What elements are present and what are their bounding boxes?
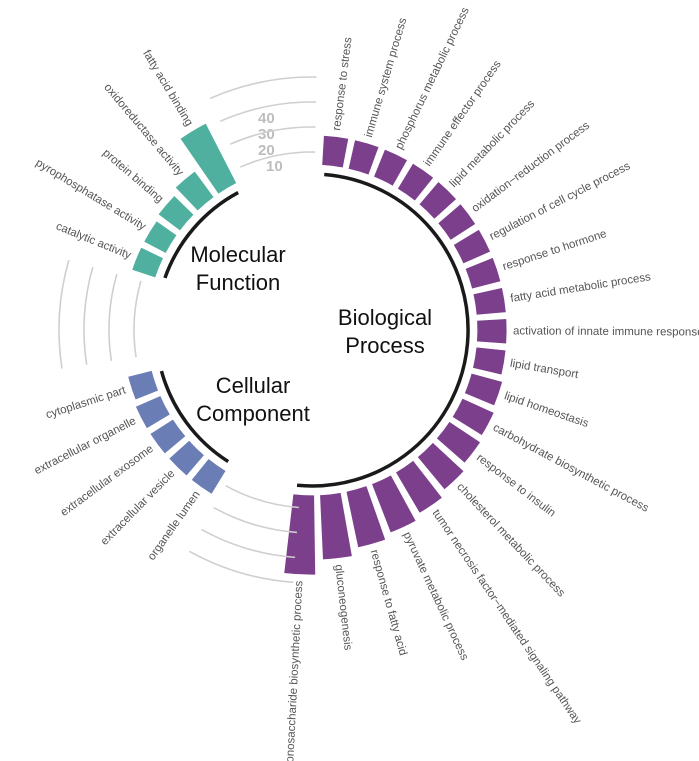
bar-2-1	[143, 220, 178, 254]
category-label-0-9: activation of innate immune response	[513, 325, 699, 338]
bar-0-12	[451, 397, 495, 437]
scale-guide-arc-0-0	[239, 151, 316, 168]
bar-0-14	[416, 441, 465, 491]
scale-guide-arc-0-3	[209, 76, 317, 100]
category-label-1-0: organelle lumen	[146, 489, 203, 563]
scale-guide-arc-2-2	[83, 266, 94, 365]
scale-guide-arc-2-3	[58, 260, 70, 369]
bar-0-8	[472, 286, 507, 316]
scale-label-30: 30	[258, 126, 275, 143]
bar-1-3	[134, 395, 171, 430]
scale-guide-arc-1-1	[213, 506, 298, 534]
bar-0-2	[373, 148, 409, 187]
bar-0-4	[418, 180, 458, 220]
group-title-molecular-function-line2: Function	[196, 270, 280, 295]
category-label-0-10: lipid transport	[509, 358, 580, 382]
scale-guide-arc-2-1	[108, 273, 118, 362]
scale-guide-arc-1-3	[188, 550, 294, 584]
scale-guide-arc-0-2	[219, 101, 316, 123]
bar-0-7	[464, 256, 502, 290]
scale-guide-arc-2-0	[133, 280, 142, 358]
group-arc-2	[163, 191, 239, 279]
scale-label-10: 10	[266, 158, 283, 175]
category-label-0-11: lipid homeostasis	[503, 390, 591, 430]
group-title-molecular-function-line1: Molecular	[190, 242, 285, 267]
category-label-0-14: cholesterol metabolic process	[454, 481, 567, 600]
bar-0-5	[437, 203, 477, 241]
bar-1-1	[168, 439, 206, 477]
bar-0-18	[319, 491, 353, 561]
scale-guide-arc-1-0	[225, 484, 299, 509]
bar-0-1	[347, 139, 380, 176]
bar-2-3	[174, 170, 215, 212]
scale-guide-arc-1-2	[201, 528, 296, 559]
category-label-0-17: response to fatty acid	[368, 548, 409, 657]
category-label-0-19: monosaccharide biosynthetic process	[284, 580, 306, 761]
category-label-0-18: gluconeogenesis	[332, 564, 354, 651]
bar-0-9	[476, 318, 508, 345]
bar-0-3	[396, 162, 435, 202]
category-label-2-4: fatty acid binding	[140, 48, 195, 128]
category-label-0-6: regulation of cell cycle process	[488, 160, 633, 243]
bar-1-4	[127, 369, 160, 401]
group-title-cellular-component-line1: Cellular	[216, 373, 291, 398]
category-label-0-0: response to stress	[331, 36, 355, 131]
bar-0-6	[452, 228, 492, 265]
bar-0-13	[435, 420, 482, 464]
scale-label-20: 20	[258, 142, 275, 159]
bar-2-0	[131, 246, 165, 279]
bar-0-16	[371, 474, 417, 534]
category-label-0-7: response to hormone	[501, 228, 608, 273]
bar-0-10	[472, 346, 507, 376]
group-arc-0	[296, 172, 470, 488]
category-label-2-2: protein binding	[100, 147, 165, 205]
group-title-biological-process-line2: Process	[345, 333, 424, 358]
category-label-1-4: cytoplasmic part	[45, 384, 129, 421]
category-label-0-12: carbohydrate biosynthetic process	[491, 422, 651, 515]
group-title-biological-process-line1: Biological	[338, 305, 432, 330]
bar-2-2	[157, 194, 195, 232]
scale-guide-arc-0-1	[229, 126, 316, 145]
scale-label-40: 40	[258, 110, 275, 127]
category-label-0-8: fatty acid metabolic process	[510, 271, 652, 305]
bar-2-4	[179, 122, 238, 195]
chart-marks: response to stress immune system process p…	[32, 5, 699, 761]
category-label-2-0: catalytic activity	[54, 221, 133, 262]
bar-0-0	[321, 134, 350, 169]
bar-0-17	[345, 485, 387, 549]
group-title-cellular-component-line2: Component	[196, 401, 310, 426]
bar-0-11	[463, 372, 504, 407]
bar-0-19	[283, 493, 317, 576]
category-label-0-1: immune system process	[363, 16, 410, 139]
bar-1-2	[149, 418, 187, 455]
bar-1-0	[190, 457, 227, 495]
bar-0-15	[394, 459, 443, 514]
group-arc-1	[159, 370, 230, 464]
